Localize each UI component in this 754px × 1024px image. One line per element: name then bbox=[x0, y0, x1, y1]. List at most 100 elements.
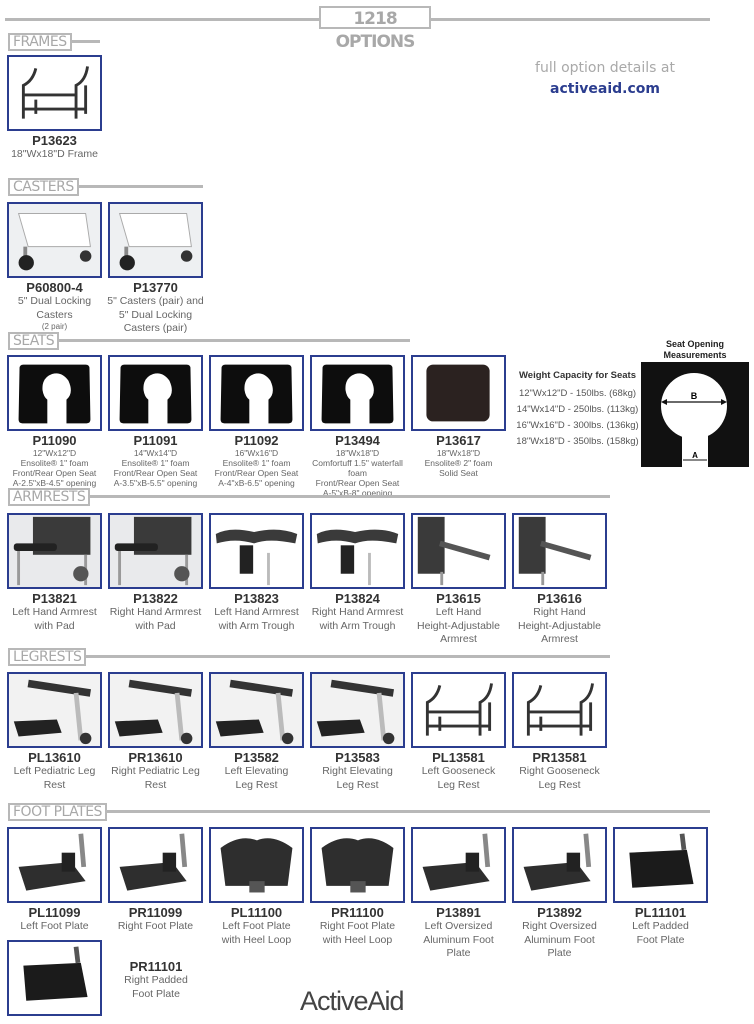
product-image[interactable] bbox=[512, 513, 607, 589]
product-image[interactable] bbox=[209, 513, 304, 589]
product-description: Aluminum Foot Plate bbox=[524, 933, 595, 960]
product-image[interactable] bbox=[411, 513, 506, 589]
product-description: Aluminum Foot Plate bbox=[423, 933, 494, 960]
page-title: 1218 OPTIONS bbox=[319, 6, 431, 52]
product-image[interactable] bbox=[7, 827, 102, 903]
section-label-armrests: ARMRESTS bbox=[8, 488, 91, 506]
product-code: P11092 bbox=[234, 433, 279, 448]
product-description: Right Hand bbox=[533, 606, 586, 618]
product-code: P13623 bbox=[32, 133, 77, 148]
product-image[interactable] bbox=[7, 355, 102, 431]
product-image[interactable] bbox=[108, 513, 203, 589]
trough-image bbox=[211, 515, 302, 587]
product-image[interactable] bbox=[310, 827, 405, 903]
product-description: Rest bbox=[43, 778, 66, 791]
product-image[interactable] bbox=[411, 672, 506, 748]
product-image[interactable] bbox=[613, 827, 708, 903]
product-image[interactable] bbox=[7, 672, 102, 748]
product-code: P13616 bbox=[537, 591, 582, 606]
product-image[interactable] bbox=[108, 355, 203, 431]
product-image[interactable] bbox=[209, 355, 304, 431]
legrest-image bbox=[211, 674, 302, 746]
product-description: Height-Adjustable bbox=[518, 619, 601, 632]
product-image[interactable] bbox=[512, 827, 607, 903]
product-image[interactable] bbox=[209, 827, 304, 903]
seat-cutout-image bbox=[9, 357, 100, 429]
product-image[interactable] bbox=[108, 827, 203, 903]
product-description: 5" Dual Locking bbox=[17, 295, 92, 307]
product-description: A-3.5"xB-5.5" opening bbox=[113, 478, 198, 488]
product-code: PL11100 bbox=[230, 905, 283, 920]
product-description: with Pad bbox=[34, 619, 75, 632]
product-image[interactable] bbox=[7, 513, 102, 589]
product-image[interactable] bbox=[310, 355, 405, 431]
product-description: Left Hand Armrest bbox=[12, 606, 97, 618]
product-description: Left Pediatric Leg bbox=[13, 765, 96, 777]
product-image[interactable] bbox=[310, 672, 405, 748]
frame-image bbox=[9, 57, 100, 129]
section-label-casters: CASTERS bbox=[8, 178, 79, 196]
product-image[interactable] bbox=[512, 672, 607, 748]
product-description: with Heel Loop bbox=[221, 933, 292, 946]
product-image[interactable] bbox=[7, 202, 102, 278]
website-link[interactable]: activeaid.com bbox=[550, 81, 660, 97]
product-image[interactable] bbox=[108, 202, 203, 278]
product-description: Left Foot Plate bbox=[222, 920, 291, 932]
product-image[interactable] bbox=[108, 672, 203, 748]
legrest-image bbox=[312, 674, 403, 746]
product-description: 14"Wx14"D bbox=[133, 448, 178, 458]
product-image[interactable] bbox=[411, 827, 506, 903]
product-image[interactable] bbox=[310, 513, 405, 589]
product-image[interactable] bbox=[411, 355, 506, 431]
product-description: Left Foot Plate bbox=[20, 920, 89, 932]
product-code: P13822 bbox=[133, 591, 178, 606]
product-code: PL13581 bbox=[432, 750, 485, 765]
product-description: Height-Adjustable bbox=[417, 619, 500, 632]
product-image[interactable] bbox=[7, 940, 102, 1016]
product-description: 18"Wx18"D Frame bbox=[11, 148, 98, 160]
footplate-image bbox=[413, 829, 504, 901]
product-description: Casters (pair) bbox=[123, 322, 188, 334]
armrest-image bbox=[110, 515, 201, 587]
weight-capacity: Weight Capacity for Seats 12"Wx12"D - 15… bbox=[510, 370, 645, 450]
seat-diagram-title-line: Seat Opening bbox=[665, 339, 724, 349]
product-image[interactable] bbox=[209, 672, 304, 748]
promo-text: full option details at bbox=[535, 60, 675, 76]
product-image[interactable] bbox=[7, 55, 102, 131]
